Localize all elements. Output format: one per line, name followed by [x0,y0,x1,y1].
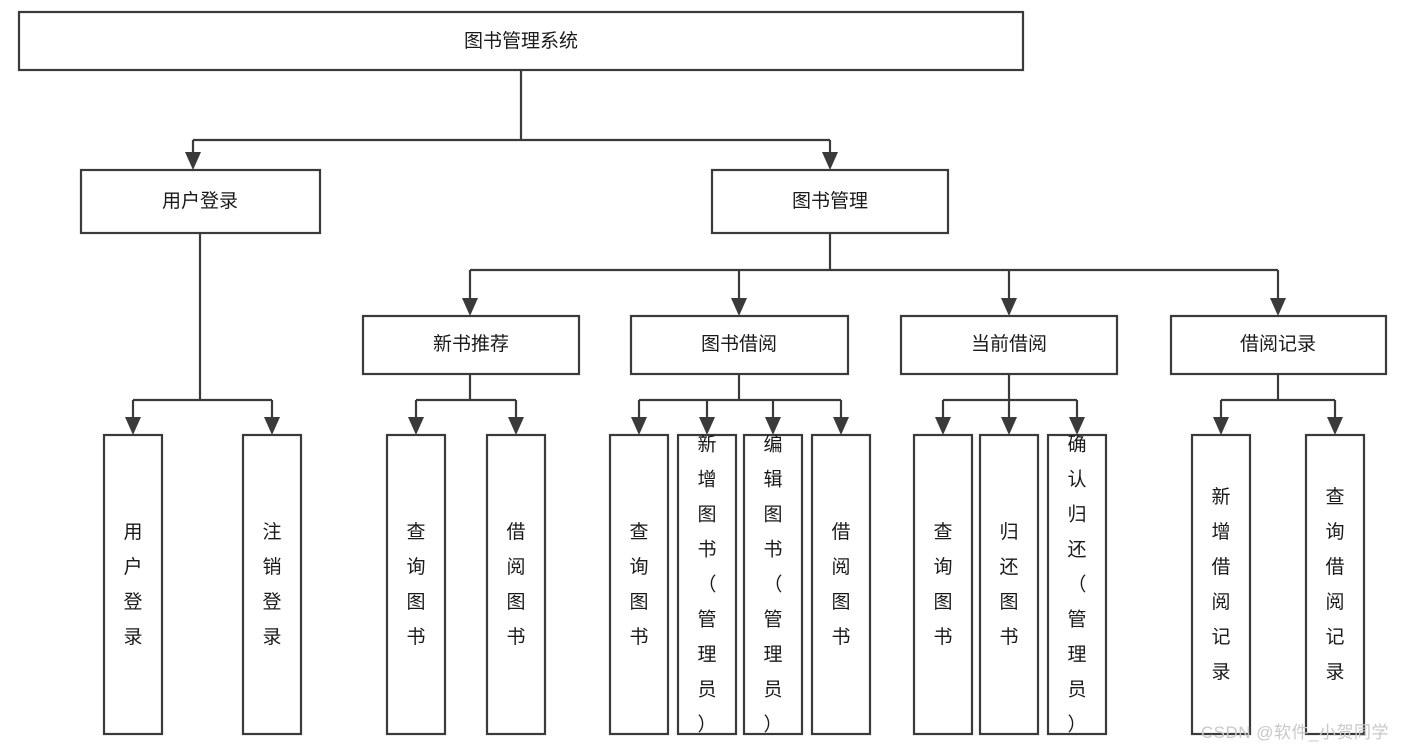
node-leaf-add-book[interactable]: 新增图书（管理员） [676,433,738,736]
node-leaf-query-borrow-record[interactable]: 查询借阅记录 [1304,433,1366,736]
arrowhead-leaf-confirm-return [1069,417,1085,435]
node-book-borrow[interactable]: 图书借阅 [629,314,850,376]
arrowhead-leaf-borrow-book [833,417,849,435]
node-leaf-logout-box[interactable] [241,433,303,736]
node-leaf-confirm-return[interactable]: 确认归还（管理员） [1046,433,1108,736]
node-borrow-record[interactable]: 借阅记录 [1169,314,1388,376]
node-leaf-query-book-borrow-label: 查询图书 [629,521,648,648]
node-leaf-add-borrow-record[interactable]: 新增借阅记录 [1190,433,1252,736]
node-new-book-recommend-label: 新书推荐 [433,333,509,355]
node-leaf-edit-book-box[interactable] [742,433,804,736]
node-user-login-box[interactable] [79,168,322,235]
arrowhead-leaf-return-book [1001,417,1017,435]
arrowhead-leaf-logout [264,417,280,435]
node-leaf-query-book-recommend-box[interactable] [385,433,447,736]
node-root-box[interactable] [17,10,1025,72]
arrowhead-leaf-edit-book [765,417,781,435]
node-borrow-record-label: 借阅记录 [1240,333,1316,355]
arrowhead-leaf-query-book-current [935,417,951,435]
node-leaf-add-borrow-record-label: 新增借阅记录 [1211,486,1230,683]
node-leaf-add-borrow-record-box[interactable] [1190,433,1252,736]
node-leaf-query-book-recommend-label: 查询图书 [406,521,425,648]
node-new-book-recommend[interactable]: 新书推荐 [361,314,581,376]
arrowhead-borrow-record [1270,298,1286,316]
node-leaf-add-book-label: 新增图书（管理员） [697,434,716,736]
node-book-management[interactable]: 图书管理 [710,168,950,235]
node-leaf-borrow-book-recommend-label: 借阅图书 [506,521,525,648]
node-current-borrow-box[interactable] [899,314,1119,376]
node-root-label: 图书管理系统 [464,30,578,52]
node-book-borrow-box[interactable] [629,314,850,376]
node-leaf-user-login[interactable]: 用户登录 [102,433,164,736]
node-leaf-query-book-borrow-box[interactable] [608,433,670,736]
arrowhead-leaf-borrow-book-recommend [508,417,524,435]
node-leaf-user-login-label: 用户登录 [123,522,142,648]
arrowhead-leaf-query-book-recommend [408,417,424,435]
leaf-nodes-layer: 用户登录 注销登录 查询图书 借阅图书 查询图书 新增图书（管理员） 编辑图书（管理员） 借阅… [102,433,1366,736]
node-current-borrow-label: 当前借阅 [971,333,1047,355]
arrowhead-leaf-user-login [125,417,141,435]
node-root[interactable]: 图书管理系统 [17,10,1025,72]
node-leaf-user-login-box[interactable] [102,433,164,736]
node-book-management-label: 图书管理 [792,190,868,212]
node-book-borrow-label: 图书借阅 [701,333,777,355]
node-leaf-logout[interactable]: 注销登录 [241,433,303,736]
node-leaf-query-book-borrow[interactable]: 查询图书 [608,433,670,736]
arrowhead-leaf-add-book [699,417,715,435]
node-leaf-query-book-recommend[interactable]: 查询图书 [385,433,447,736]
node-leaf-edit-book[interactable]: 编辑图书（管理员） [742,433,804,736]
node-leaf-query-borrow-record-box[interactable] [1304,433,1366,736]
arrowhead-leaf-query-book-borrow [631,417,647,435]
node-leaf-query-book-current-label: 查询图书 [933,521,952,648]
node-leaf-borrow-book-label: 借阅图书 [831,521,850,648]
node-leaf-return-book-label: 归还图书 [999,521,1018,648]
node-leaf-query-book-current-box[interactable] [912,433,974,736]
node-user-login[interactable]: 用户登录 [79,168,322,235]
node-leaf-confirm-return-box[interactable] [1046,433,1108,736]
node-leaf-return-book-box[interactable] [978,433,1040,736]
node-leaf-query-borrow-record-label: 查询借阅记录 [1325,486,1344,683]
arrowhead-current-borrow [1001,298,1017,316]
node-leaf-confirm-return-label: 确认归还（管理员） [1067,434,1086,736]
node-leaf-borrow-book[interactable]: 借阅图书 [810,433,872,736]
node-leaf-borrow-book-recommend[interactable]: 借阅图书 [485,433,547,736]
node-leaf-borrow-book-recommend-box[interactable] [485,433,547,736]
arrowhead-new-book-recommend [462,298,478,316]
arrowhead-book-management [822,152,838,170]
arrowhead-book-borrow [731,298,747,316]
node-leaf-borrow-book-box[interactable] [810,433,872,736]
node-book-management-box[interactable] [710,168,950,235]
arrowhead-user-login [185,152,201,170]
node-user-login-label: 用户登录 [162,190,238,212]
node-leaf-edit-book-label: 编辑图书（管理员） [763,434,782,736]
node-current-borrow[interactable]: 当前借阅 [899,314,1119,376]
arrowhead-leaf-add-borrow-record [1213,417,1229,435]
node-leaf-logout-label: 注销登录 [262,521,281,648]
arrowhead-leaf-query-borrow-record [1327,417,1343,435]
connectors-layer [125,70,1343,435]
node-leaf-query-book-current[interactable]: 查询图书 [912,433,974,736]
node-borrow-record-box[interactable] [1169,314,1388,376]
node-new-book-recommend-box[interactable] [361,314,581,376]
node-leaf-return-book[interactable]: 归还图书 [978,433,1040,736]
node-leaf-add-book-box[interactable] [676,433,738,736]
